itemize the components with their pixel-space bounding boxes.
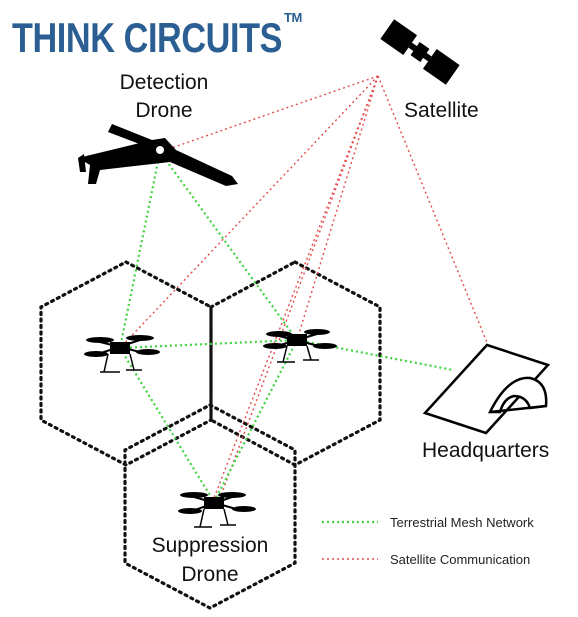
mesh-link-left-suppression [119,347,215,503]
logo: THINK CIRCUITS TM [12,10,302,61]
legend: Terrestrial Mesh Network Satellite Commu… [322,515,534,567]
sat-link-suppression [213,75,379,499]
coverage-cells [39,260,382,610]
headquarters-label: Headquarters [422,439,549,462]
mesh-link-detection-right [159,151,298,341]
satellite-label: Satellite [404,99,479,122]
quadcopter-icon-left [84,335,160,373]
sat-link-hq [377,75,489,346]
logo-text: THINK CIRCUITS [12,14,282,61]
satellite-links [119,75,489,499]
legend-satellite-label: Satellite Communication [390,552,530,567]
hex-cell-left [39,260,213,467]
legend-mesh-label: Terrestrial Mesh Network [390,515,534,530]
detection-drone-label-line2: Drone [135,99,192,122]
headquarters-icon [422,343,551,435]
sat-link-suppression-2 [219,75,379,499]
fixed-wing-drone-icon [78,124,238,186]
hex-cell-right [209,260,382,467]
hex-cell-bottom [123,403,297,610]
satellite-icon [380,19,460,85]
logo-trademark: TM [284,10,302,25]
sat-link-drone-right [296,75,379,341]
suppression-drone-label-line2: Drone [181,563,238,586]
mesh-link-right-suppression [213,339,298,503]
quadcopter-icon-right [263,329,337,363]
mesh-link-detection-left [118,151,162,349]
suppression-drone-label-line1: Suppression [152,534,269,557]
sat-link-detection [159,75,379,153]
detection-drone-label-line1: Detection [120,71,209,94]
quadcopter-icon-suppression [178,492,256,528]
mesh-links [118,151,454,503]
